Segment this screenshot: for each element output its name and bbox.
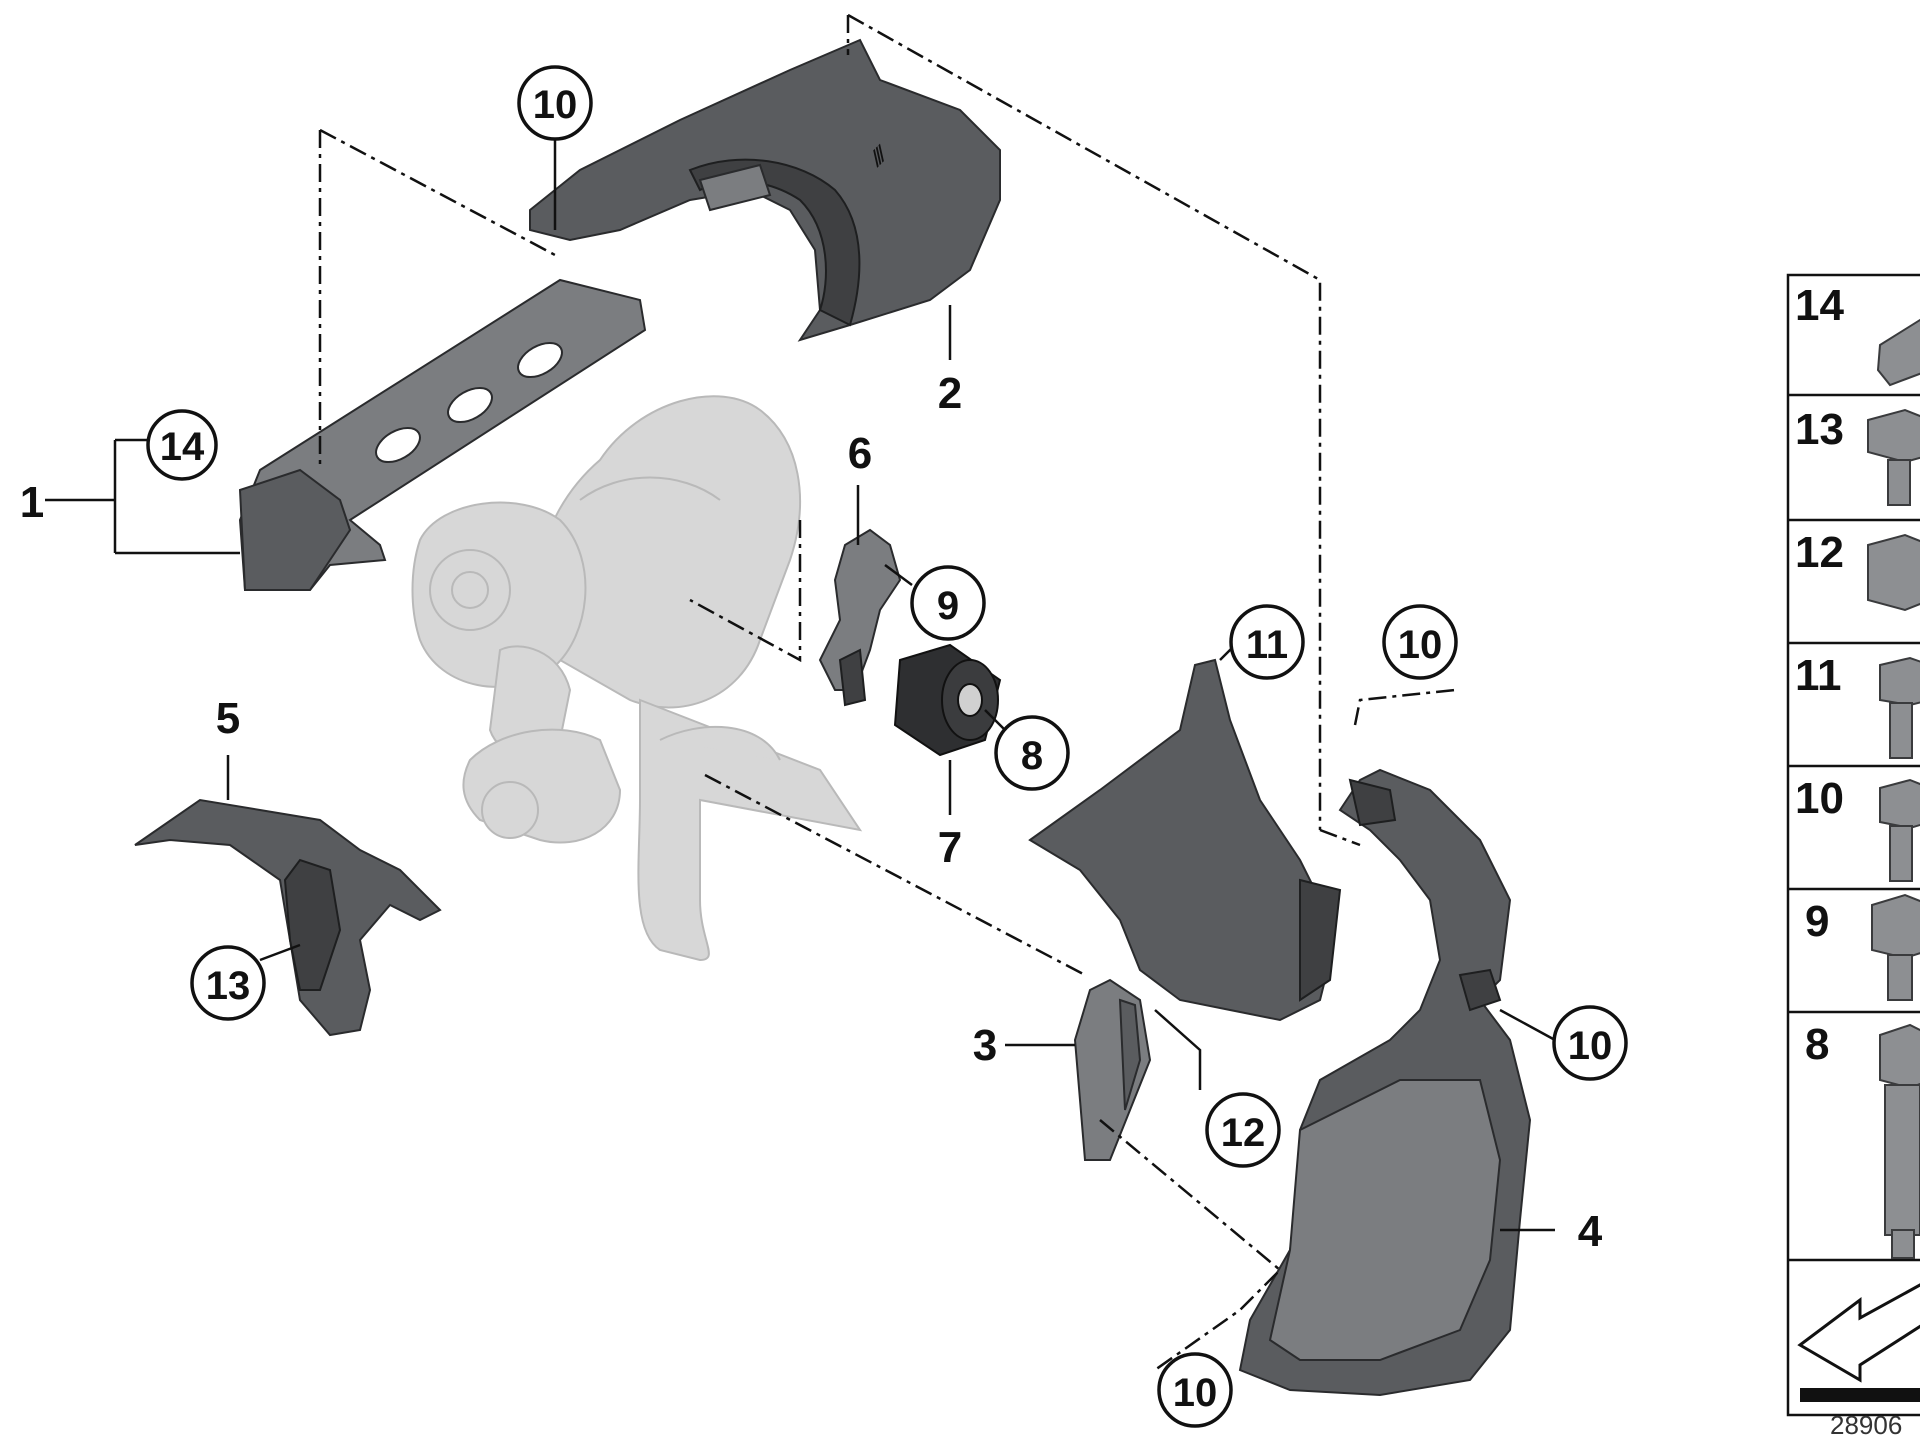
callout-8: 8 (994, 715, 1070, 791)
legend-label-13: 13 (1795, 405, 1844, 454)
diagram-number: 28906 (1830, 1410, 1902, 1440)
circled-callouts: 14 10 9 8 13 11 10 12 (146, 65, 1628, 1428)
svg-text:14: 14 (160, 425, 205, 469)
arrow-symbol-icon (1797, 1283, 1920, 1402)
svg-text:9: 9 (937, 584, 959, 628)
callout-2: 2 (938, 369, 962, 418)
legend-label-12: 12 (1795, 528, 1844, 577)
svg-text:10: 10 (1568, 1024, 1613, 1068)
legend-label-11: 11 (1795, 651, 1842, 700)
legend-label-8: 8 (1805, 1020, 1829, 1069)
bolt-10-icon (1879, 778, 1920, 882)
part-4-lower-heat-shield (1238, 768, 1532, 1397)
callout-10-top: 10 (517, 65, 593, 141)
assembly-lines (318, 13, 1456, 1372)
svg-text:8: 8 (1021, 734, 1043, 778)
callout-11: 11 (1229, 604, 1305, 680)
plain-callouts: 1 2 3 4 5 6 7 (20, 369, 1603, 1256)
callout-4: 4 (1578, 1207, 1603, 1256)
callout-7: 7 (938, 823, 962, 872)
legend-label-9: 9 (1805, 897, 1829, 946)
part-2-upper-heat-shield: ∕∕∕ (529, 38, 1001, 342)
leader-lines (45, 135, 1556, 1232)
legend-label-14: 14 (1795, 281, 1844, 330)
part-5-small-heat-shield (134, 798, 442, 1037)
callout-5: 5 (216, 694, 240, 743)
svg-text:12: 12 (1221, 1111, 1266, 1155)
callout-12: 12 (1205, 1092, 1281, 1168)
callout-3: 3 (973, 1021, 997, 1070)
part-3-middle-heat-shield (1028, 658, 1342, 1161)
clip-nut-icon (1876, 318, 1920, 387)
callout-9: 9 (910, 565, 986, 641)
svg-text:11: 11 (1246, 623, 1288, 667)
svg-text:10: 10 (533, 83, 578, 127)
callout-10-lower-right: 10 (1552, 1005, 1628, 1081)
legend-label-10: 10 (1795, 774, 1844, 823)
svg-text:10: 10 (1173, 1371, 1218, 1415)
svg-text:13: 13 (206, 964, 251, 1008)
stud-8-icon (1879, 1023, 1920, 1259)
part-6-bracket (818, 528, 902, 707)
fastener-legend: 14 13 12 11 10 9 8 (1786, 273, 1920, 1417)
part-7-rubber-mount (893, 643, 1002, 757)
nut-9-icon (1871, 893, 1920, 1001)
nut-12-icon (1867, 533, 1920, 612)
callout-1: 1 (20, 478, 44, 527)
callout-10-right: 10 (1382, 604, 1458, 680)
part-1-manifold-shield (238, 278, 647, 591)
bolt-13-icon (1867, 408, 1920, 506)
bolt-11-icon (1879, 656, 1920, 759)
svg-text:10: 10 (1398, 623, 1443, 667)
callout-10-bottom: 10 (1157, 1352, 1233, 1428)
callout-6: 6 (848, 429, 872, 478)
callout-14: 14 (146, 409, 218, 481)
callout-13: 13 (190, 945, 266, 1021)
turbocharger-ghost (411, 395, 863, 962)
